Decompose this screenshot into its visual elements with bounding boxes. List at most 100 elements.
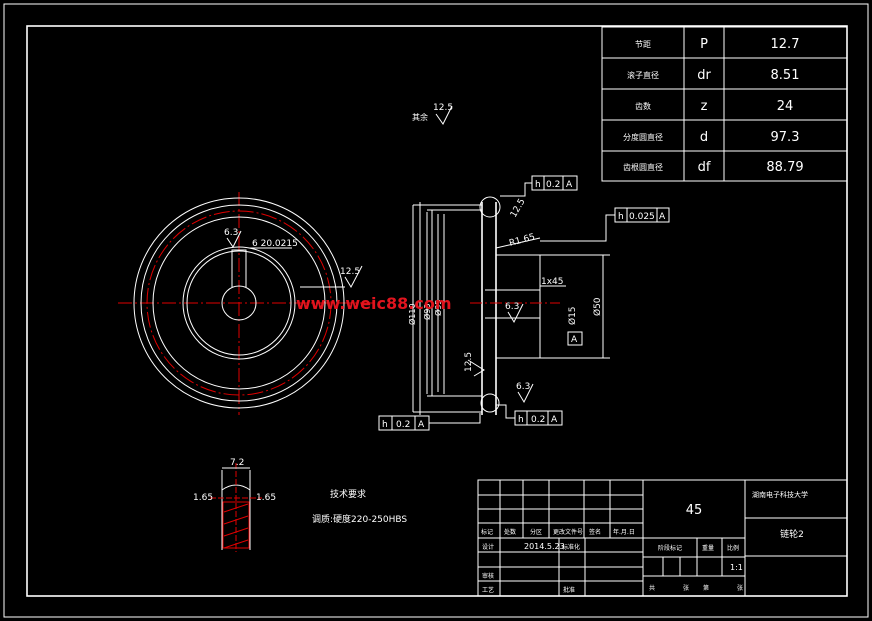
chamfer-label: 1x45 — [541, 277, 564, 287]
svg-text:年.月.日: 年.月.日 — [613, 528, 635, 536]
svg-text:张: 张 — [683, 584, 689, 592]
hub-inner-circle — [186, 250, 292, 356]
param-value-2: 8.51 — [771, 68, 800, 83]
svg-text:A: A — [566, 180, 573, 190]
outer-circle — [140, 204, 338, 402]
dim-hub: Ø50 — [592, 297, 603, 316]
svg-text:共: 共 — [649, 584, 655, 592]
front-view: 6.3 6 20.0215 12.5 — [118, 192, 375, 415]
svg-text:0.2: 0.2 — [531, 415, 545, 425]
design-date: 2014.5.23 — [524, 542, 565, 551]
tooth-right-dim: 1.65 — [256, 493, 276, 503]
svg-text:工艺: 工艺 — [482, 586, 494, 594]
svg-text:比例: 比例 — [727, 544, 739, 552]
datum-box — [567, 331, 583, 346]
roughness-symbol-icon — [517, 383, 534, 404]
svg-text:h: h — [382, 420, 388, 430]
section-outline — [412, 204, 482, 413]
keyway-roughness: 6.3 — [224, 228, 238, 238]
svg-text:0.025: 0.025 — [629, 212, 655, 222]
svg-text:A: A — [418, 420, 425, 430]
param-value-1: 12.7 — [771, 37, 800, 52]
svg-text:设计: 设计 — [482, 543, 494, 551]
svg-text:第: 第 — [703, 584, 709, 592]
svg-text:h: h — [535, 180, 541, 190]
param-name-2: 滚子直径 — [627, 70, 659, 80]
bore-roughness: 6.3 — [505, 302, 519, 312]
dim-bore: Ø15 — [567, 306, 578, 325]
tech-req-line-1: 调质:硬度220-250HBS — [312, 513, 407, 525]
svg-text:A: A — [551, 415, 558, 425]
roughness-symbol-icon — [467, 359, 485, 377]
roughness-symbol-icon — [435, 105, 453, 125]
param-symbol-2: dr — [697, 68, 711, 83]
tolerance-frame-top: h 0.2 A — [500, 175, 578, 197]
svg-text:标记: 标记 — [481, 528, 493, 536]
tolerance-frame-right: h 0.025 A — [540, 207, 670, 242]
param-name-3: 齿数 — [635, 101, 651, 111]
svg-text:A: A — [659, 212, 666, 222]
param-symbol-1: P — [700, 37, 708, 52]
roughness-symbol-icon — [226, 230, 242, 248]
hub-circle — [182, 246, 296, 360]
keyway-dimension: 6 20.0215 — [252, 239, 298, 249]
roughness-symbol-icon — [507, 303, 524, 324]
param-symbol-3: z — [701, 99, 708, 114]
param-value-3: 24 — [777, 99, 794, 114]
param-value-5: 88.79 — [766, 160, 803, 175]
material: 45 — [686, 503, 703, 518]
svg-text:签名: 签名 — [589, 528, 601, 536]
datum-label: A — [571, 335, 578, 345]
tooth-detail: 7.2 1.65 1.65 — [193, 458, 276, 552]
tip-circle — [133, 197, 345, 409]
tooth-left-dim: 1.65 — [193, 493, 213, 503]
parameter-table: 节距 P 12.7 滚子直径 dr 8.51 齿数 z 24 分度圆直径 d 9… — [601, 26, 848, 182]
dim-root: Ø95 — [433, 300, 443, 316]
tooth-roughness: 12.5 — [509, 197, 528, 219]
tolerance-frame-bottom-right: h 0.2 A — [496, 404, 563, 426]
param-name-1: 节距 — [635, 40, 651, 49]
scale-value: 1:1 — [730, 563, 743, 572]
root-circle — [152, 216, 326, 390]
svg-text:处数: 处数 — [504, 528, 516, 536]
face-roughness: 12.5 — [340, 267, 360, 277]
bore-circle — [221, 285, 257, 321]
param-symbol-5: df — [698, 160, 711, 175]
keyway — [231, 249, 247, 287]
svg-text:张: 张 — [737, 584, 743, 592]
svg-text:标准化: 标准化 — [562, 543, 580, 551]
svg-text:更改文件号: 更改文件号 — [553, 528, 583, 536]
note-label: 其余 — [412, 112, 428, 122]
param-symbol-4: d — [700, 130, 708, 145]
hub-outline — [496, 254, 541, 359]
param-name-5: 齿根圆直径 — [623, 162, 663, 172]
tooth-rim — [481, 202, 497, 415]
tech-req-title: 技术要求 — [330, 488, 366, 500]
general-roughness-note: 其余 12.5 — [412, 103, 453, 125]
param-name-4: 分度圆直径 — [623, 132, 663, 142]
technical-requirements: 技术要求 调质:硬度220-250HBS — [312, 488, 407, 525]
outer-frame — [3, 3, 869, 618]
detail-circle — [479, 196, 501, 218]
svg-text:分区: 分区 — [530, 528, 542, 536]
title-block: 标记 处数 分区 更改文件号 签名 年.月.日 设计 2014.5.23 标准化… — [477, 479, 848, 597]
tolerance-frame-bottom-left: h 0.2 A — [378, 413, 481, 431]
dim-pitch: Ø93 — [422, 304, 432, 320]
svg-text:h: h — [618, 212, 624, 222]
section-view: h 0.2 A 12.5 R1.65 h 0.025 A 1x45 6.3 Ø5… — [378, 175, 670, 431]
dim-outer: Ø110 — [407, 303, 417, 325]
watermark: www.weic88.com — [296, 294, 452, 313]
svg-text:阶段标记: 阶段标记 — [658, 544, 682, 552]
part-name: 链轮2 — [780, 528, 804, 540]
svg-text:重量: 重量 — [702, 544, 714, 552]
roughness-symbol-icon — [344, 265, 363, 289]
left-roughness: 12.5 — [464, 352, 474, 372]
radius-label: R1.65 — [508, 232, 536, 248]
param-value-4: 97.3 — [771, 130, 800, 145]
pitch-circle — [146, 210, 332, 396]
svg-text:0.2: 0.2 — [546, 180, 560, 190]
svg-text:h: h — [518, 415, 524, 425]
svg-text:0.2: 0.2 — [396, 420, 410, 430]
note-roughness-value: 12.5 — [433, 103, 453, 113]
